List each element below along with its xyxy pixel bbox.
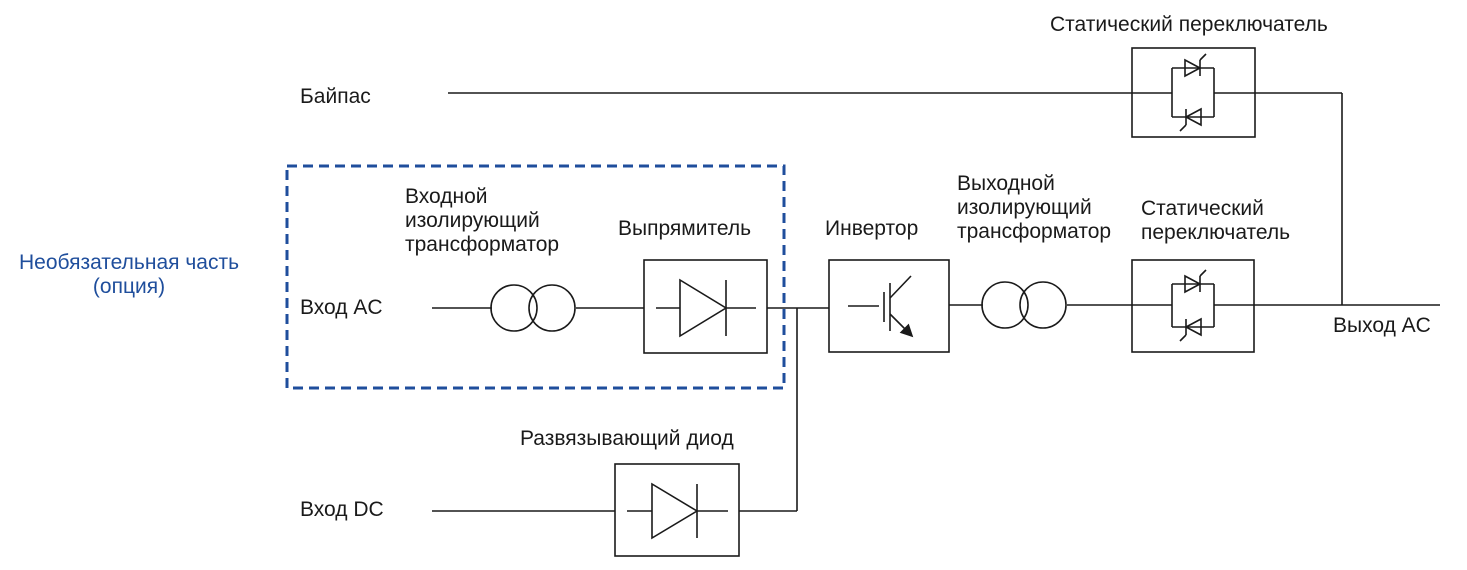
optional-section-box xyxy=(285,164,786,390)
static-switch-main-line-1: Статический xyxy=(1141,197,1264,220)
bypass-label: Байпас xyxy=(300,85,371,108)
input-transformer-line-3: трансформатор xyxy=(405,233,560,256)
static-switch-main-label: Статический переключатель xyxy=(1141,197,1290,245)
thyristor-pair-icon xyxy=(1132,269,1254,342)
output-transformer-line-1: Выходной xyxy=(957,172,1055,195)
static-switch-top-block xyxy=(1131,47,1256,138)
output-transformer-label: Выходной изолирующий трансформатор xyxy=(957,172,1111,244)
transistor-icon xyxy=(848,275,914,338)
optional-part-line-1: Необязательная часть xyxy=(18,251,240,274)
static-switch-top-label: Статический переключатель xyxy=(1050,13,1328,36)
input-ac-label: Вход AC xyxy=(300,296,383,319)
input-transformer-line-1: Входной xyxy=(405,185,488,208)
thyristor-pair-icon xyxy=(1132,53,1255,132)
output-ac-label: Выход AC xyxy=(1333,314,1431,337)
inverter-block xyxy=(828,259,950,353)
diode-icon xyxy=(656,278,756,338)
input-dc-label: Вход DC xyxy=(300,498,384,521)
optional-part-label: Необязательная часть (опция) xyxy=(4,251,254,299)
inverter-label: Инвертор xyxy=(825,217,919,240)
static-switch-main-block xyxy=(1131,259,1255,353)
input-transformer-line-2: изолирующий xyxy=(405,209,540,232)
input-transformer-icon xyxy=(490,284,576,332)
decoupling-diode-label: Развязывающий диод xyxy=(520,427,734,450)
input-transformer-label: Входной изолирующий трансформатор xyxy=(405,185,559,257)
static-switch-main-line-2: переключатель xyxy=(1141,221,1291,244)
optional-part-line-2: (опция) xyxy=(92,275,166,298)
output-transformer-line-3: трансформатор xyxy=(957,220,1112,243)
decoupling-diode-block xyxy=(614,463,740,557)
output-transformer-line-2: изолирующий xyxy=(957,196,1092,219)
rectifier-block xyxy=(643,259,768,354)
output-transformer-icon xyxy=(981,281,1067,329)
rectifier-label: Выпрямитель xyxy=(618,217,752,240)
diode-icon xyxy=(627,482,728,540)
